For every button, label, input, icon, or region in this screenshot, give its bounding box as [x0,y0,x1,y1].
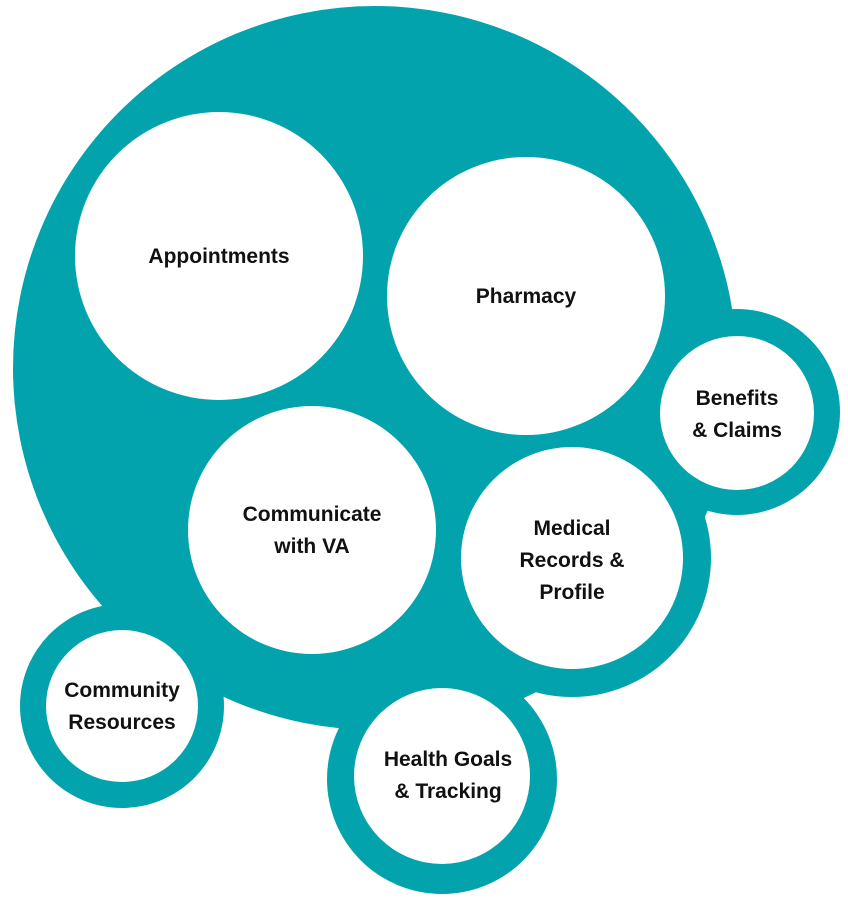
appointments-bubble [75,112,363,400]
medical-bubble [461,447,683,669]
medical-label: Medical Records & Profile [519,517,625,604]
health-label: Health Goals & Tracking [383,748,513,803]
benefits-bubble [660,336,814,490]
benefits-label: Benefits & Claims [692,387,782,442]
communicate-bubble [188,406,436,654]
community-bubble [46,630,198,782]
communicate-label: Communicate with VA [242,503,382,558]
pharmacy-label: Pharmacy [475,285,577,308]
health-bubble [354,688,530,864]
pharmacy-bubble [387,157,665,435]
community-label: Community Resources [64,679,180,734]
appointments-label: Appointments [148,245,290,268]
